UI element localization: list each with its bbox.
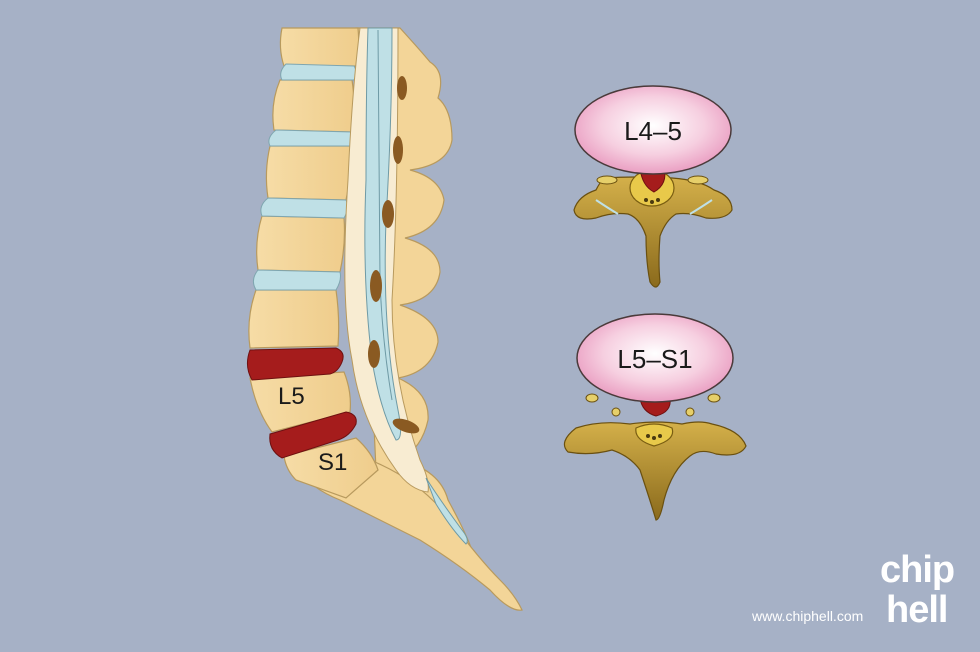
sacrum-coccyx [299, 454, 523, 611]
vertebra-s1 [283, 437, 379, 499]
watermark: www.chiphell.com chip hell [751, 549, 955, 631]
nerve-root [658, 434, 662, 438]
healthy-disc [268, 129, 355, 147]
herniated-disc-l5-s1 [269, 411, 357, 459]
nerve-root [656, 198, 660, 202]
healthy-disc [252, 269, 341, 291]
healthy-disc [260, 197, 349, 219]
spinal-cord [364, 27, 402, 441]
label-l4-5: L4–5 [624, 116, 682, 146]
neural-foramen [368, 340, 380, 368]
sacral-canal-tail [425, 477, 468, 545]
healthy-disc [280, 63, 357, 81]
watermark-url: www.chiphell.com [751, 608, 863, 624]
nerve-root [646, 434, 650, 438]
vertebra-l4 [256, 215, 346, 273]
nerve-root [652, 436, 656, 440]
label-s1: S1 [318, 449, 347, 476]
herniated-disc-l4-l5 [246, 347, 344, 381]
facet-joint [685, 407, 695, 417]
neural-foramen [392, 418, 420, 434]
neural-foramen [397, 76, 407, 100]
logo-line1: chip [880, 549, 954, 591]
facet-joint [611, 407, 621, 417]
vertebra-l3 [265, 145, 352, 201]
sagittal-spine: L5 S1 [246, 27, 523, 611]
facet-joint [585, 393, 599, 403]
neural-foramen [393, 136, 403, 164]
facet-joint [687, 175, 709, 185]
vertebra-l4b [248, 289, 340, 349]
axial-section-l4-5: L4–5 [573, 85, 733, 288]
chiphell-logo: chip hell [880, 549, 955, 631]
facet-joint [596, 175, 618, 185]
vertebra-l1 [279, 27, 360, 67]
facet-joint [707, 393, 721, 403]
vertebra-l5 [249, 371, 351, 433]
vertebral-arch [573, 176, 733, 288]
intervertebral-disc [574, 85, 732, 175]
facet-cartilage [689, 199, 713, 215]
intervertebral-disc [576, 313, 734, 403]
label-l5: L5 [278, 383, 305, 410]
axial-section-l5-s1: L5–S1 [563, 313, 747, 521]
label-l5-s1: L5–S1 [617, 344, 692, 374]
dural-sac [635, 423, 674, 447]
neural-foramen [370, 270, 382, 302]
vertebra-l2 [272, 79, 355, 133]
vertebral-arch [563, 421, 747, 521]
nerve-root [650, 200, 654, 204]
facet-cartilage [595, 199, 619, 215]
neural-foramen [382, 200, 394, 228]
nerve-root [644, 198, 648, 202]
logo-line2: hell [886, 589, 947, 631]
